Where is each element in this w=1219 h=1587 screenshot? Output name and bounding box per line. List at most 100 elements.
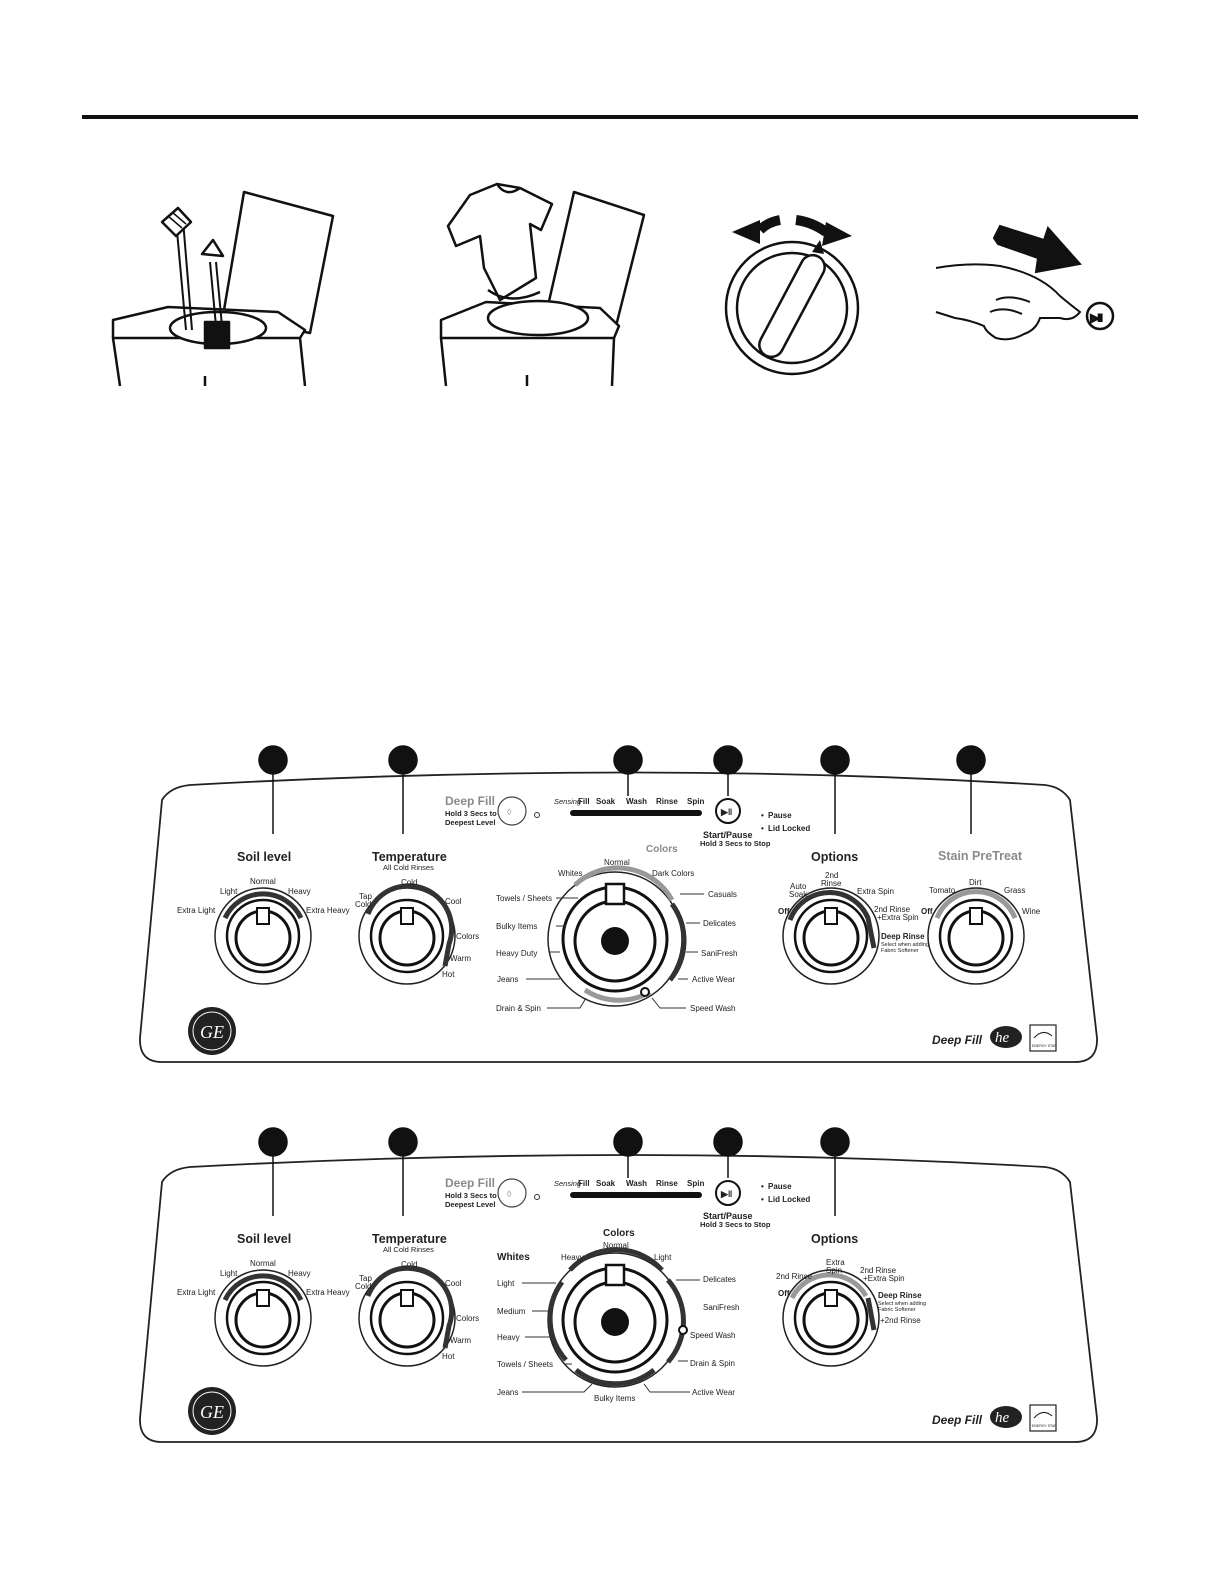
cycle-dark-colors: Dark Colors	[652, 869, 694, 878]
status-fill: Fill	[578, 1179, 590, 1188]
soil-level-knob[interactable]	[214, 1269, 312, 1367]
temperature-knob[interactable]	[358, 1265, 456, 1367]
options-deep-rinse: Deep Rinse	[878, 1291, 922, 1300]
options-plus-rinse: +2nd Rinse	[880, 1316, 921, 1325]
options-title: Options	[811, 1232, 858, 1246]
deep-fill-button[interactable]: ◊	[497, 1178, 527, 1208]
ge-logo: GE	[188, 1007, 236, 1055]
he-logo: he	[990, 1026, 1022, 1048]
cycle-heavy: Heavy	[497, 1333, 520, 1342]
soil-level-knob[interactable]	[214, 887, 312, 985]
cycle-light-top: Light	[654, 1253, 672, 1262]
cycle-drain-spin: Drain & Spin	[496, 1004, 541, 1013]
cycle-colors-group: Colors	[646, 844, 678, 855]
soil-extra-light: Extra Light	[177, 906, 216, 915]
options-deep-sub1: Select when adding	[878, 1301, 926, 1307]
soil-normal: Normal	[250, 877, 276, 886]
options-knob[interactable]	[782, 1269, 880, 1367]
ge-logo: GE	[188, 1387, 236, 1435]
options-deep-sub1: Select when adding	[881, 942, 929, 948]
options-title: Options	[811, 850, 858, 864]
stain-wine: Wine	[1022, 907, 1041, 916]
temp-cool: Cool	[445, 1279, 462, 1288]
temp-warm: Warm	[450, 1336, 471, 1345]
options-extra-spin: Extra Spin	[857, 887, 894, 896]
cycle-normal: Normal	[603, 1241, 629, 1250]
options-deep-rinse: Deep Rinse	[881, 932, 925, 941]
soil-title: Soil level	[237, 1232, 291, 1246]
energy-star-logo: ENERGY STAR	[1029, 1024, 1057, 1052]
status-rinse: Rinse	[656, 1179, 678, 1188]
soil-light: Light	[220, 887, 238, 896]
options-rinse-spin: 2nd Rinse	[874, 905, 911, 914]
options-auto: Auto	[790, 882, 807, 891]
water-drop-icon: ◊	[507, 807, 512, 817]
cycle-speed-wash: Speed Wash	[690, 1004, 736, 1013]
cycle-selector-knob[interactable]	[547, 865, 687, 1007]
soil-normal: Normal	[250, 1259, 276, 1268]
temperature-knob[interactable]	[358, 883, 456, 985]
deep-fill-button[interactable]: ◊	[497, 796, 527, 826]
options-rinse-spin: 2nd Rinse	[860, 1266, 897, 1275]
stain-off: Off	[921, 907, 933, 916]
deep-fill-led	[534, 812, 540, 818]
soil-light: Light	[220, 1269, 238, 1278]
cycle-selector-knob[interactable]	[547, 1247, 688, 1388]
illustration-load-clothes	[439, 182, 646, 387]
soil-heavy: Heavy	[288, 887, 311, 896]
temp-colors: Colors	[456, 932, 479, 941]
options-extra: Extra	[826, 1258, 845, 1267]
cycle-sanifresh: SaniFresh	[701, 949, 737, 958]
options-knob[interactable]	[782, 887, 880, 985]
options-deep-sub2: Fabric Softener	[881, 948, 919, 954]
temp-colors: Colors	[456, 1314, 479, 1323]
deep-fill-title: Deep Fill	[445, 794, 495, 808]
stain-tomato: Tomato	[929, 886, 956, 895]
cycle-heavy-duty: Heavy Duty	[496, 949, 537, 958]
temp-warm: Warm	[450, 954, 471, 963]
pause-indicator-dot: •	[761, 1182, 764, 1191]
pause-indicator: Pause	[768, 1182, 792, 1191]
start-pause-button[interactable]: ▶‖	[715, 1180, 741, 1206]
cycle-heavy-top: Heavy	[561, 1253, 584, 1262]
temp-cold: Cold	[401, 878, 417, 887]
callout-markers-b	[258, 1127, 850, 1216]
cycle-medium: Medium	[497, 1307, 526, 1316]
water-drop-icon: ◊	[507, 1189, 512, 1199]
control-panel-b: Deep Fill Hold 3 Secs to Deepest Level ◊…	[139, 1127, 1098, 1443]
options-rinse-spin-2: +Extra Spin	[863, 1274, 905, 1283]
temp-tap-cold: Cold	[355, 900, 371, 909]
temp-tap: Tap	[359, 892, 372, 901]
pause-indicator: Pause	[768, 811, 792, 820]
cycle-towels: Towels / Sheets	[497, 1360, 553, 1369]
deep-fill-sub1: Hold 3 Secs to	[445, 1191, 497, 1200]
start-icon: ▶‖	[1090, 313, 1102, 323]
status-bar	[570, 1192, 702, 1198]
options-spin: Spin	[826, 1266, 842, 1275]
stain-pretreat-knob[interactable]	[927, 887, 1025, 985]
start-pause-button[interactable]: ▶‖	[715, 798, 741, 824]
cycle-light: Light	[497, 1279, 515, 1288]
cycle-bulky: Bulky Items	[496, 922, 537, 931]
play-pause-icon: ▶‖	[720, 807, 732, 817]
cycle-leader-lines	[526, 893, 704, 1009]
options-soak: Soak	[789, 890, 808, 899]
stain-title: Stain PreTreat	[938, 849, 1023, 863]
temp-hot: Hot	[442, 970, 455, 979]
he-logo-text: he	[995, 1410, 1010, 1426]
he-logo-text: he	[995, 1030, 1010, 1046]
cycle-speed-wash: Speed Wash	[690, 1331, 736, 1340]
stain-dirt: Dirt	[969, 878, 982, 887]
ge-logo-text: GE	[200, 1402, 224, 1422]
deep-fill-badge: Deep Fill	[932, 1033, 983, 1047]
cycle-whites-group: Whites	[497, 1252, 530, 1263]
he-logo: he	[990, 1406, 1022, 1428]
deep-fill-sub2: Deepest Level	[445, 818, 495, 827]
deep-fill-sub2: Deepest Level	[445, 1200, 495, 1209]
status-soak: Soak	[596, 797, 616, 806]
soil-heavy: Heavy	[288, 1269, 311, 1278]
deep-fill-sub1: Hold 3 Secs to	[445, 809, 497, 818]
temperature-sub: All Cold Rinses	[383, 863, 434, 872]
status-bar	[570, 810, 702, 816]
control-panel-a: Deep Fill Hold 3 Secs to Deepest Level ◊…	[139, 745, 1098, 1063]
